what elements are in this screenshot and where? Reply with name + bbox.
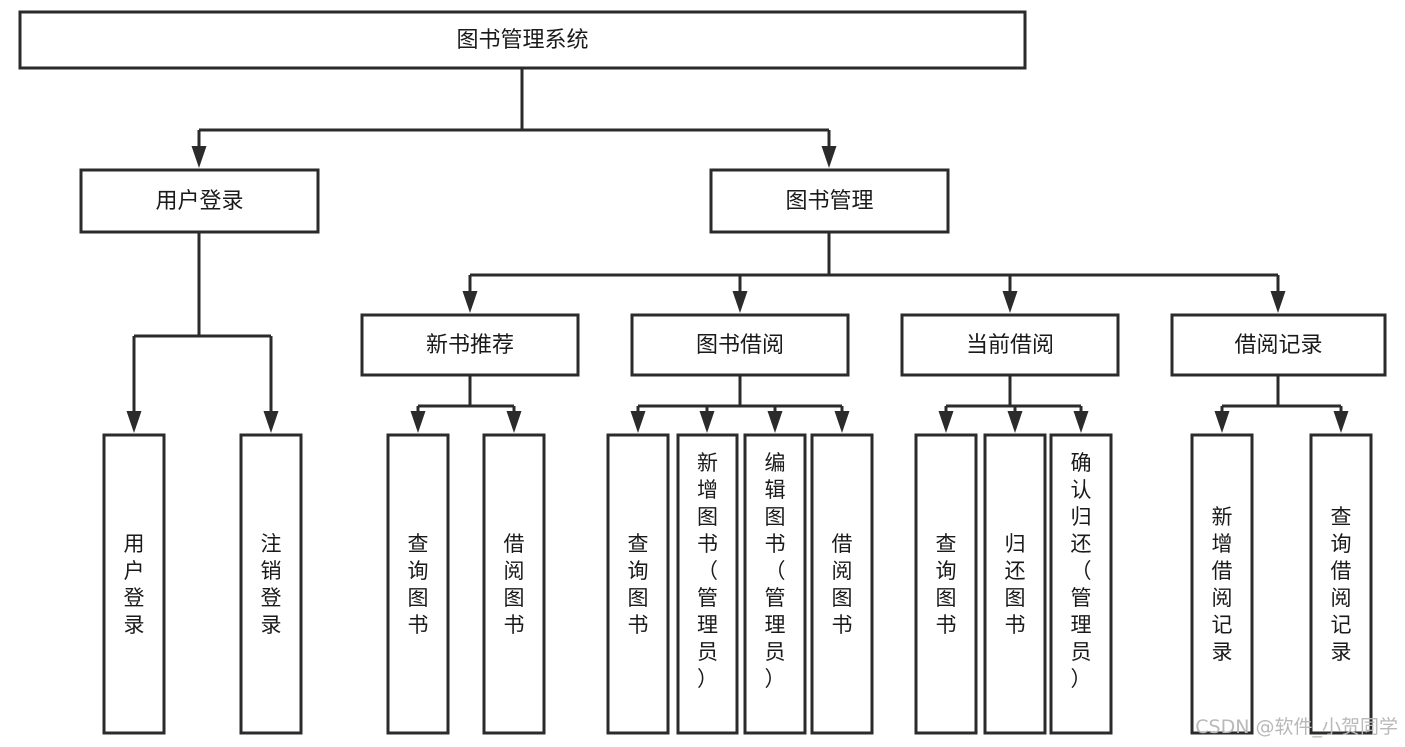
node-leaf-query-book-borrow[interactable]: 查询图书 (606, 433, 670, 735)
node-leaf-query-book-current[interactable]: 查询图书 (914, 433, 978, 735)
arrow-head-icon (462, 291, 478, 313)
node-leaf-borrow-book-recommend[interactable]: 借阅图书 (482, 433, 546, 735)
node-root[interactable]: 图书管理系统 (18, 10, 1027, 70)
node-label: 借阅图书 (504, 532, 525, 637)
connector-conn-current-to-leaves (938, 375, 1089, 433)
connector-conn-user-login-to-leaves (126, 232, 279, 433)
arrow-head-icon (630, 411, 646, 433)
arrow-head-icon (1073, 411, 1089, 433)
node-label: 查询借阅记录 (1331, 505, 1352, 664)
node-box[interactable] (386, 433, 450, 735)
node-box[interactable] (18, 10, 1027, 70)
node-layer: 图书管理系统用户登录图书管理新书推荐图书借阅当前借阅借阅记录用户登录注销登录查询… (18, 10, 1387, 735)
node-leaf-borrow-book[interactable]: 借阅图书 (810, 433, 874, 735)
node-label: 用户登录 (124, 532, 145, 637)
connector-conn-root-to-level2 (191, 68, 837, 168)
connector-layer (126, 68, 1349, 433)
node-leaf-confirm-return-admin[interactable]: 确认归还（管理员） (1049, 433, 1113, 735)
node-box[interactable] (1309, 433, 1373, 735)
node-box[interactable] (1170, 313, 1387, 377)
arrow-head-icon (732, 291, 748, 313)
node-box[interactable] (1190, 433, 1254, 735)
node-box[interactable] (482, 433, 546, 735)
node-label: 编辑图书（管理员） (765, 451, 786, 691)
node-box[interactable] (102, 433, 166, 735)
connector-conn-recommend-to-leaves (410, 375, 522, 433)
node-user-login[interactable]: 用户登录 (79, 168, 320, 234)
arrow-head-icon (699, 411, 715, 433)
node-box[interactable] (900, 313, 1120, 377)
arrow-head-icon (1002, 291, 1018, 313)
node-box[interactable] (914, 433, 978, 735)
connector-conn-record-to-leaves (1214, 375, 1349, 433)
node-borrow-record[interactable]: 借阅记录 (1170, 313, 1387, 377)
node-label: 查询图书 (936, 532, 957, 637)
node-label: 图书管理 (785, 189, 873, 214)
node-box[interactable] (606, 433, 670, 735)
node-book-borrow[interactable]: 图书借阅 (630, 313, 850, 377)
node-box[interactable] (630, 313, 850, 377)
node-leaf-add-borrow-record[interactable]: 新增借阅记录 (1190, 433, 1254, 735)
node-leaf-user-login[interactable]: 用户登录 (102, 433, 166, 735)
connector-conn-borrow-to-leaves (630, 375, 850, 433)
arrow-head-icon (410, 411, 426, 433)
node-box[interactable] (983, 433, 1047, 735)
node-label: 借阅记录 (1234, 333, 1322, 358)
arrow-head-icon (191, 146, 207, 168)
node-leaf-query-borrow-record[interactable]: 查询借阅记录 (1309, 433, 1373, 735)
node-label: 新书推荐 (426, 333, 514, 358)
node-box[interactable] (239, 433, 303, 735)
node-label: 查询图书 (408, 532, 429, 637)
node-label: 图书借阅 (696, 333, 784, 358)
node-leaf-add-book-admin[interactable]: 新增图书（管理员） (676, 433, 739, 735)
arrow-head-icon (263, 411, 279, 433)
arrow-head-icon (767, 411, 783, 433)
node-box[interactable] (810, 433, 874, 735)
node-label: 注销登录 (261, 532, 282, 637)
arrow-head-icon (938, 411, 954, 433)
node-book-manage[interactable]: 图书管理 (709, 168, 950, 234)
node-label: 用户登录 (155, 189, 243, 214)
arrow-head-icon (821, 146, 837, 168)
node-leaf-logout-login[interactable]: 注销登录 (239, 433, 303, 735)
node-leaf-query-book-recommend[interactable]: 查询图书 (386, 433, 450, 735)
arrow-head-icon (1333, 411, 1349, 433)
node-new-book-recommend[interactable]: 新书推荐 (360, 313, 580, 377)
node-label: 确认归还（管理员） (1071, 451, 1092, 691)
node-label: 新增借阅记录 (1212, 505, 1233, 664)
node-leaf-edit-book-admin[interactable]: 编辑图书（管理员） (743, 433, 807, 735)
arrow-head-icon (834, 411, 850, 433)
node-label: 图书管理系统 (456, 28, 588, 53)
node-box[interactable] (743, 433, 807, 735)
connector-conn-book-manage-to-level3 (462, 232, 1286, 313)
arrow-head-icon (506, 411, 522, 433)
node-leaf-return-book[interactable]: 归还图书 (983, 433, 1047, 735)
node-box[interactable] (709, 168, 950, 234)
arrow-head-icon (1270, 291, 1286, 313)
node-label: 当前借阅 (966, 333, 1054, 358)
node-label: 归还图书 (1005, 532, 1026, 637)
node-label: 借阅图书 (832, 532, 853, 637)
node-label: 新增图书（管理员） (697, 451, 718, 691)
arrow-head-icon (1214, 411, 1230, 433)
node-box[interactable] (1049, 433, 1113, 735)
node-current-borrow[interactable]: 当前借阅 (900, 313, 1120, 377)
node-box[interactable] (360, 313, 580, 377)
node-label: 查询图书 (628, 532, 649, 637)
node-box[interactable] (79, 168, 320, 234)
csdn-watermark: CSDN @软件_小贺同学 (1195, 716, 1398, 738)
arrow-head-icon (126, 411, 142, 433)
node-box[interactable] (676, 433, 739, 735)
arrow-head-icon (1007, 411, 1023, 433)
